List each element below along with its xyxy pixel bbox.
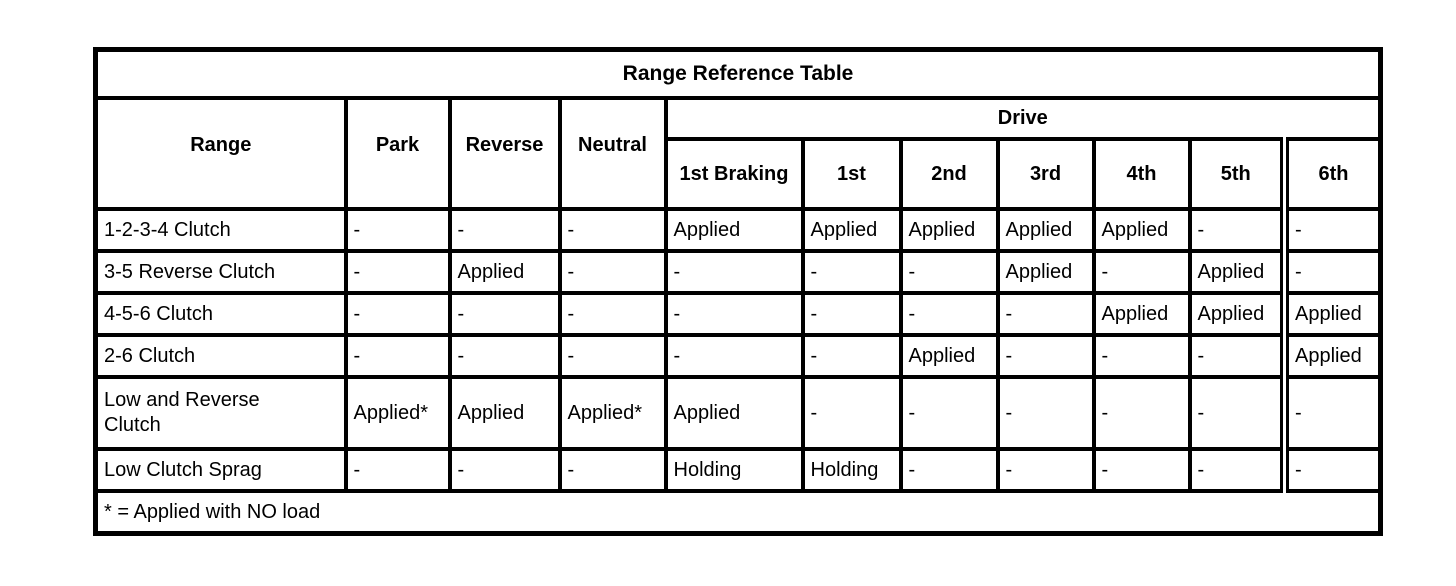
cell-park: -	[343, 333, 452, 379]
cell-5th: Applied	[1187, 249, 1287, 295]
cell-4th: -	[1091, 375, 1192, 451]
table-row-2-6-clutch: 2-6 Clutch - - - - - Applied - - - Appli…	[93, 333, 1383, 379]
cell-5th: -	[1187, 375, 1287, 451]
row-label-text: Low and Reverse Clutch	[104, 389, 260, 436]
header-row-1: Range Park Reverse Neutral Drive	[93, 96, 1383, 211]
cell-2nd: -	[898, 375, 1000, 451]
cell-park: Applied*	[343, 375, 452, 451]
cell-1st-braking: -	[663, 249, 805, 295]
cell-1st-braking: -	[663, 333, 805, 379]
row-label: 4-5-6 Clutch	[93, 291, 348, 337]
cell-5th: -	[1187, 333, 1287, 379]
header-park: Park	[343, 96, 452, 211]
table-row-low-and-reverse-clutch: Low and Reverse Clutch Applied* Applied …	[93, 375, 1383, 451]
header-neutral: Neutral	[557, 96, 668, 211]
row-label: 2-6 Clutch	[93, 333, 348, 379]
cell-1st-braking: Holding	[663, 447, 805, 493]
header-reverse: Reverse	[447, 96, 562, 211]
cell-4th: -	[1091, 447, 1192, 493]
header-1st: 1st	[800, 137, 903, 211]
cell-6th: Applied	[1279, 333, 1383, 379]
header-row-2: 1st Braking 1st 2nd 3rd 4th 5th 6th	[96, 137, 1383, 211]
table-title: Range Reference Table	[93, 47, 1383, 100]
range-reference-table: Range Reference Table Range Park Reverse…	[93, 47, 1384, 536]
cell-3rd: Applied	[995, 207, 1096, 253]
cell-1st: -	[800, 333, 903, 379]
cell-park: -	[343, 249, 452, 295]
cell-5th: -	[1187, 447, 1287, 493]
cell-1st-braking: Applied	[663, 375, 805, 451]
cell-2nd: -	[898, 447, 1000, 493]
cell-4th: Applied	[1091, 207, 1192, 253]
cell-3rd: -	[995, 375, 1096, 451]
cell-reverse: Applied	[447, 375, 562, 451]
cell-2nd: Applied	[898, 207, 1000, 253]
range-reference-table-container: Range Reference Table Range Park Reverse…	[93, 47, 1384, 536]
cell-2nd: -	[898, 291, 1000, 337]
cell-2nd: -	[898, 249, 1000, 295]
cell-3rd: Applied	[995, 249, 1096, 295]
cell-park: -	[343, 207, 452, 253]
cell-4th: -	[1091, 249, 1192, 295]
cell-3rd: -	[995, 333, 1096, 379]
cell-1st: Applied	[800, 207, 903, 253]
cell-3rd: -	[995, 447, 1096, 493]
header-5th: 5th	[1187, 137, 1287, 211]
cell-neutral: -	[557, 333, 668, 379]
header-1st-braking: 1st Braking	[663, 137, 805, 211]
cell-5th: Applied	[1187, 291, 1287, 337]
cell-neutral: Applied*	[557, 375, 668, 451]
cell-4th: Applied	[1091, 291, 1192, 337]
cell-reverse: Applied	[447, 249, 562, 295]
cell-1st: -	[800, 291, 903, 337]
cell-neutral: -	[557, 249, 668, 295]
cell-1st: -	[800, 375, 903, 451]
row-label: Low and Reverse Clutch	[93, 375, 348, 451]
cell-park: -	[343, 447, 452, 493]
header-range: Range	[93, 96, 348, 211]
cell-6th: -	[1279, 447, 1383, 493]
cell-4th: -	[1091, 333, 1192, 379]
header-3rd: 3rd	[995, 137, 1096, 211]
cell-1st-braking: Applied	[663, 207, 805, 253]
table-row-3-5-reverse-clutch: 3-5 Reverse Clutch - Applied - - - - App…	[93, 249, 1383, 295]
table-row-4-5-6-clutch: 4-5-6 Clutch - - - - - - - Applied Appli…	[93, 291, 1383, 337]
cell-1st: Holding	[800, 447, 903, 493]
cell-neutral: -	[557, 291, 668, 337]
table-row-low-clutch-sprag: Low Clutch Sprag - - - Holding Holding -…	[93, 447, 1383, 493]
footnote: * = Applied with NO load	[93, 489, 1383, 536]
row-label: 1-2-3-4 Clutch	[93, 207, 348, 253]
header-2nd: 2nd	[898, 137, 1000, 211]
row-label: Low Clutch Sprag	[93, 447, 348, 493]
cell-neutral: -	[557, 447, 668, 493]
cell-reverse: -	[447, 447, 562, 493]
table-title-row: Range Reference Table	[93, 47, 1383, 100]
header-4th: 4th	[1091, 137, 1192, 211]
cell-2nd: Applied	[898, 333, 1000, 379]
cell-6th: -	[1279, 375, 1383, 451]
cell-6th: -	[1279, 249, 1383, 295]
cell-1st-braking: -	[663, 291, 805, 337]
cell-reverse: -	[447, 333, 562, 379]
header-drive: Drive	[663, 96, 1383, 141]
cell-3rd: -	[995, 291, 1096, 337]
table-row-1-2-3-4-clutch: 1-2-3-4 Clutch - - - Applied Applied App…	[93, 207, 1383, 253]
cell-reverse: -	[447, 207, 562, 253]
cell-6th: -	[1279, 207, 1383, 253]
cell-neutral: -	[557, 207, 668, 253]
cell-5th: -	[1187, 207, 1287, 253]
row-label: 3-5 Reverse Clutch	[93, 249, 348, 295]
cell-6th: Applied	[1279, 291, 1383, 337]
cell-1st: -	[800, 249, 903, 295]
cell-reverse: -	[447, 291, 562, 337]
cell-park: -	[343, 291, 452, 337]
footnote-row: * = Applied with NO load	[93, 489, 1383, 536]
header-6th: 6th	[1279, 137, 1383, 211]
